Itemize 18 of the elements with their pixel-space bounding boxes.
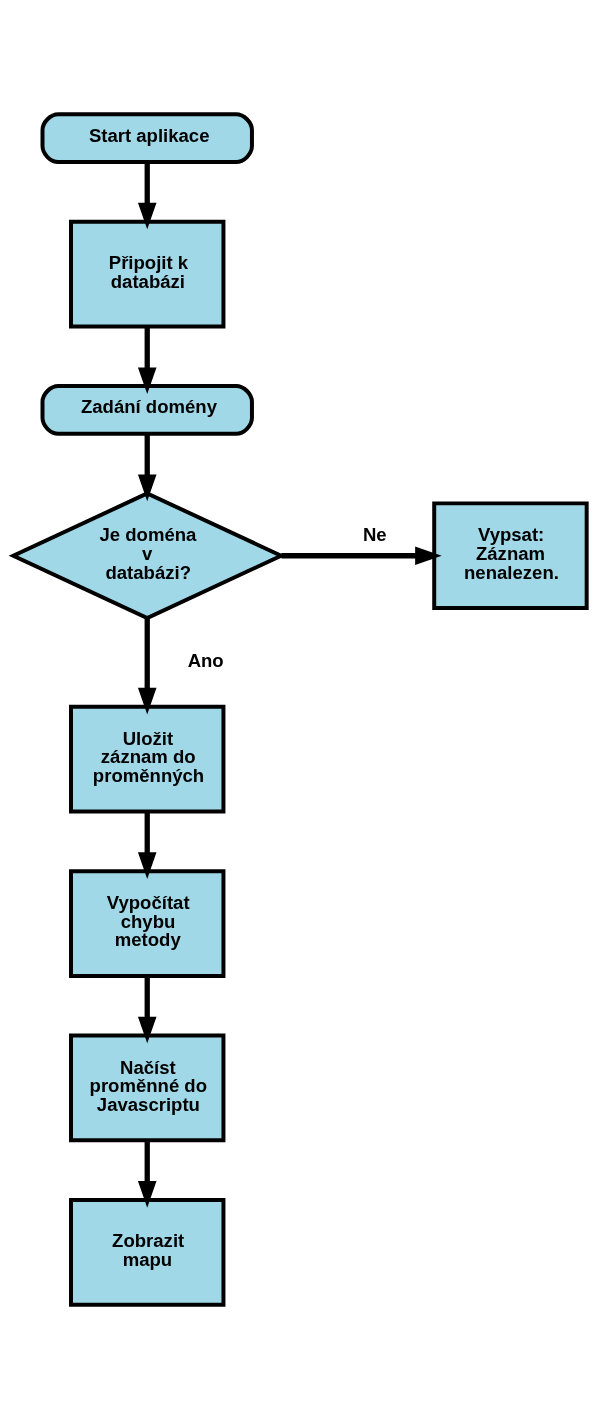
node-box: Zadání domény xyxy=(40,384,254,436)
arrow xyxy=(137,976,157,1044)
node-box: Zobrazit mapu xyxy=(69,1198,226,1307)
arrow xyxy=(137,326,157,394)
edge-label: Ano xyxy=(187,649,224,671)
node-box: Vypsat: Záznam nenalezen. xyxy=(432,501,589,611)
arrow xyxy=(281,546,442,566)
node-box: Start aplikace xyxy=(40,112,254,164)
node-box: Vypočítat chybu metody xyxy=(69,869,226,978)
arrow xyxy=(137,618,157,715)
node-box: Načíst proměnné do Javascriptu xyxy=(69,1033,226,1143)
arrow xyxy=(137,1140,157,1208)
node-box: Připojit k databázi xyxy=(69,219,226,329)
node-box: Uložit záznam do proměnných xyxy=(69,704,226,814)
arrow xyxy=(137,434,157,502)
arrow xyxy=(137,162,157,230)
arrow xyxy=(137,811,157,879)
edge-label: Ne xyxy=(362,523,387,545)
